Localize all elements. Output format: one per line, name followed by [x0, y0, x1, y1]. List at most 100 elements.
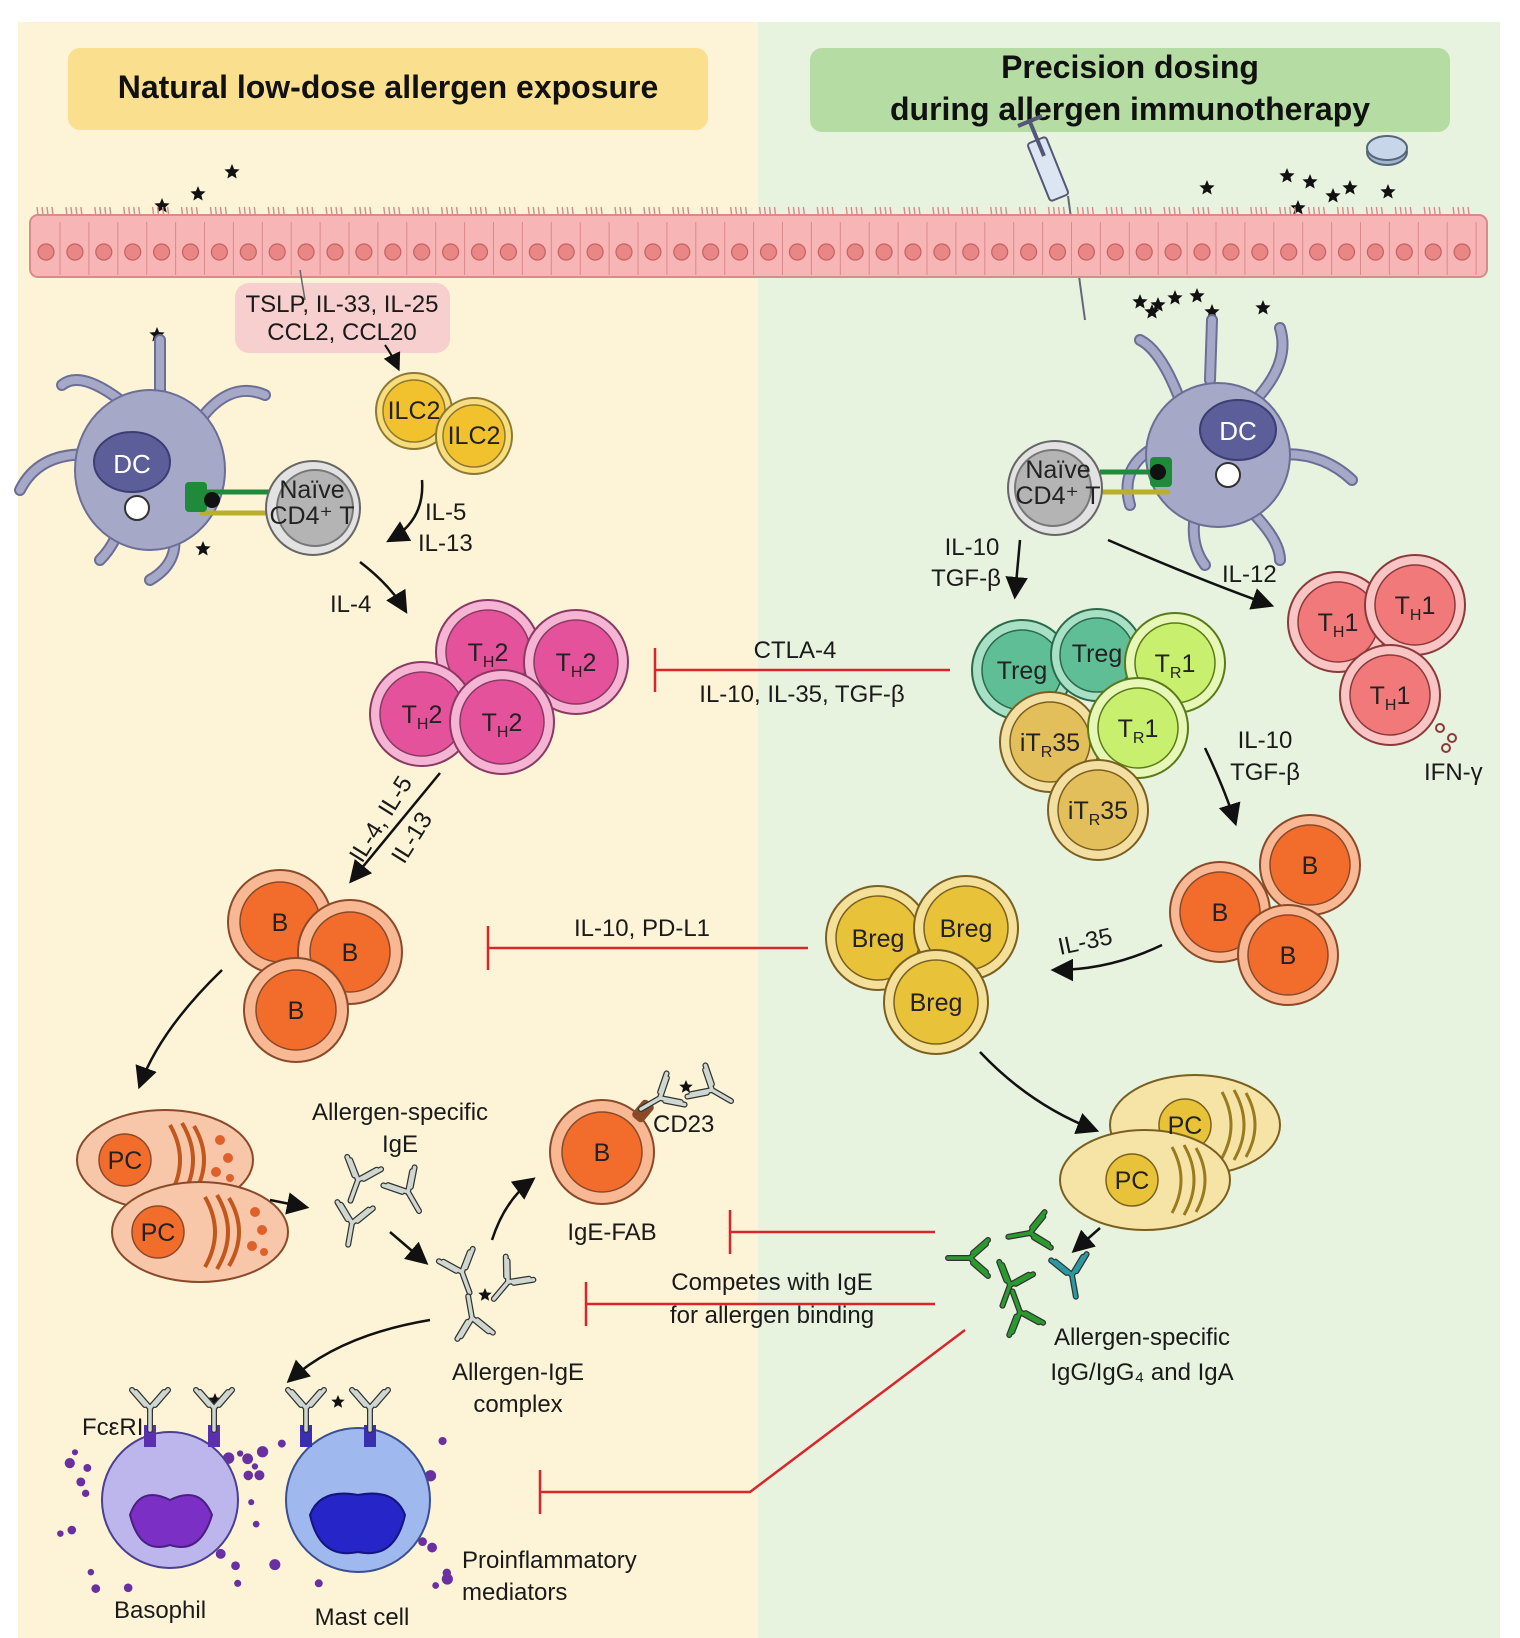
tr1-label-2: TR1 — [1118, 715, 1159, 747]
tgfb-label-a: TGF-β — [931, 565, 1001, 592]
pc-right-label-1: PC — [1168, 1112, 1203, 1140]
treg-label-2: Treg — [1072, 640, 1122, 668]
tr1-label-1: TR1 — [1155, 650, 1196, 682]
free-ige-antibodies — [334, 1153, 422, 1248]
itr35-cell-2 — [1047, 759, 1149, 861]
il12-label: IL-12 — [1222, 561, 1277, 588]
b-cd23-label: B — [594, 1139, 611, 1167]
naive-t-right-line2: CD4⁺ T — [1016, 482, 1101, 510]
allergen-specific-ige-line2: IgE — [382, 1131, 418, 1158]
competes-line1: Competes with IgE — [671, 1269, 872, 1296]
igg-inhibits-effector-line — [540, 1329, 966, 1494]
ilc2-cell-1 — [375, 372, 453, 450]
itr35-label-2: iTR35 — [1068, 797, 1128, 829]
allergen-ige-complex-line1: Allergen-IgE — [452, 1359, 584, 1386]
th1-cell-3 — [1339, 644, 1441, 746]
tgfb-label-b: TGF-β — [1230, 759, 1300, 786]
allergen-ige-complex-icon — [435, 1245, 537, 1342]
ifng-particles — [1435, 723, 1457, 753]
allergen-specific-ige-line1: Allergen-specific — [312, 1099, 488, 1126]
pc-left-label-2: PC — [141, 1219, 176, 1247]
pc-to-igg-arrow — [1071, 1227, 1101, 1253]
tcr-mhc-synapse-right — [1100, 457, 1172, 495]
ctla4-label: CTLA-4 — [754, 637, 837, 664]
b-cell-cd23 — [549, 1099, 655, 1205]
b-to-pc-arrow — [135, 969, 223, 1090]
naive-t-left-line2: CD4⁺ T — [270, 502, 355, 530]
breg-cell-3 — [883, 949, 989, 1055]
ilc2-to-th2-arrow — [386, 479, 424, 543]
tr1-cell-2 — [1087, 677, 1189, 779]
pc-to-ige-arrow — [269, 1192, 310, 1215]
naive-to-treg-arrow — [1005, 539, 1028, 600]
naive-t-left-line1: Naïve — [279, 476, 344, 504]
plasma-cell-left-2 — [111, 1181, 289, 1283]
th1-cell-1 — [1287, 571, 1389, 673]
b-to-breg-arrow — [1050, 943, 1163, 982]
b-left-label-1: B — [272, 909, 289, 937]
fceri-bound-ige — [129, 1387, 391, 1433]
allergen-particles — [149, 164, 1396, 1408]
fceri-label: FcεRI — [82, 1414, 143, 1441]
il10-label-b: IL-10 — [1238, 727, 1293, 754]
tr1-cell-1 — [1124, 612, 1226, 714]
breg-label-3: Breg — [910, 989, 963, 1017]
complex-to-effector-arrow — [286, 1318, 431, 1384]
ilc2-cell-2 — [435, 397, 513, 475]
epithelial-cytokine-box — [235, 283, 450, 353]
naive-t-right-line1: Naïve — [1025, 456, 1090, 484]
breg-label-1: Breg — [852, 925, 905, 953]
treg-cytokines-label: IL-10, IL-35, TGF-β — [699, 681, 904, 708]
th2-to-b-arrow — [349, 772, 441, 884]
cd23-bound-ige-complex — [637, 1062, 735, 1112]
il10-pdl1-label: IL-10, PD-L1 — [574, 915, 710, 942]
th1-label-2: TH1 — [1395, 592, 1436, 624]
b-cell-left-3 — [243, 957, 349, 1063]
ilc2-label-2: ILC2 — [448, 422, 501, 450]
allergen-ige-complex-line2: complex — [473, 1391, 562, 1418]
ige-to-complex-arrow — [389, 1231, 429, 1265]
pc-left-label-1: PC — [108, 1147, 143, 1175]
ige-fab-label: IgE-FAB — [567, 1219, 656, 1246]
th2-cell-2 — [523, 609, 629, 715]
tablet-icon — [1366, 135, 1408, 166]
dc-left-label: DC — [113, 449, 151, 479]
b-cell-right-1 — [1259, 814, 1361, 916]
b-left-label-3: B — [288, 997, 305, 1025]
basophil-label: Basophil — [114, 1597, 206, 1624]
naive-t-cell-left — [265, 460, 361, 556]
allergen-specific-igg-line1: Allergen-specific — [1054, 1324, 1230, 1351]
b-right-label-1: B — [1302, 852, 1319, 880]
th1-label-3: TH1 — [1370, 682, 1411, 714]
th1-label-1: TH1 — [1318, 609, 1359, 641]
right-title-line1: Precision dosing — [1001, 49, 1259, 85]
th2-cell-3 — [369, 661, 475, 767]
il10-label-a: IL-10 — [945, 534, 1000, 561]
naive-t-cell-right — [1007, 440, 1103, 536]
epithelial-barrier — [29, 206, 1488, 278]
th2-label-1: TH2 — [468, 639, 509, 671]
proinflammatory-line1: Proinflammatory — [462, 1547, 637, 1574]
plasma-cell-right-2 — [1059, 1129, 1231, 1231]
left-title-box — [68, 48, 708, 130]
proinflammatory-line2: mediators — [462, 1579, 567, 1606]
dendritic-cell-left — [14, 334, 271, 586]
competes-line2: for allergen binding — [670, 1302, 874, 1329]
ilc2-label-1: ILC2 — [388, 397, 441, 425]
breg-to-pc-arrow — [979, 1051, 1100, 1135]
th1-cell-2 — [1364, 554, 1466, 656]
il4-label: IL-4 — [330, 591, 371, 618]
dendritic-cell-right — [1121, 314, 1358, 571]
epithelium-to-cytokine-line — [299, 269, 306, 301]
igg-iga-antibodies — [945, 1209, 1090, 1339]
th2-label-3: TH2 — [402, 701, 443, 733]
b-cell-right-3 — [1237, 904, 1339, 1006]
breg-label-2: Breg — [940, 915, 993, 943]
allergen-specific-igg-line2: IgG/IgG₄ and IgA — [1050, 1359, 1233, 1386]
tcr-mhc-synapse-left — [185, 482, 270, 516]
mast-cell-label: Mast cell — [315, 1604, 410, 1631]
cytokine-to-ilc2-arrow — [383, 344, 401, 372]
complex-to-b-arrow — [490, 1177, 536, 1241]
right-title-box — [810, 48, 1450, 132]
